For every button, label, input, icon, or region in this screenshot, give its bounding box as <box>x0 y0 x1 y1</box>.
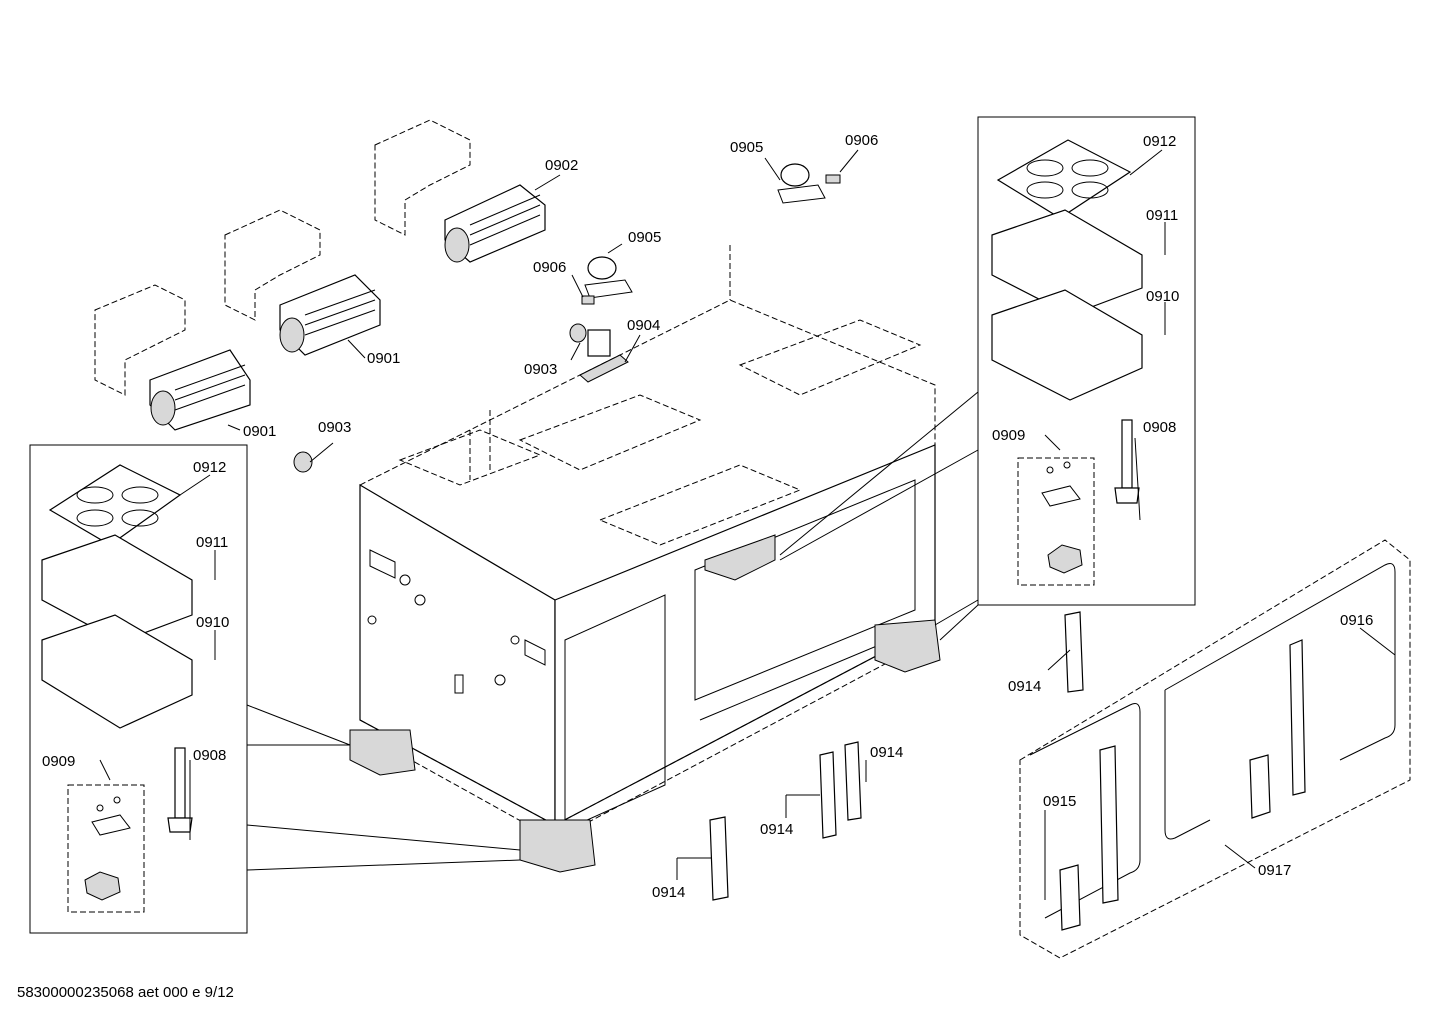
fan-motor-1 <box>149 349 251 431</box>
callout-0910-left: 0910 <box>196 614 229 631</box>
callout-0908-right: 0908 <box>1143 419 1176 436</box>
switch-0905-upper <box>777 163 826 204</box>
callout-0916: 0916 <box>1340 612 1373 629</box>
callout-0906-lower: 0906 <box>533 259 566 276</box>
callout-0910-right: 0910 <box>1146 288 1179 305</box>
drawing-code: 58300000235068 aet 000 e 9/12 <box>17 984 234 1001</box>
callout-0904: 0904 <box>627 317 660 334</box>
callout-0914-mid-right: 0914 <box>870 744 903 761</box>
oven-frame <box>349 245 941 873</box>
callout-0911-left: 0911 <box>196 534 228 551</box>
callout-0914-lower: 0914 <box>652 884 685 901</box>
callout-0914-mid-left: 0914 <box>760 821 793 838</box>
hinge-0914-d <box>709 816 729 901</box>
callout-0914-right: 0914 <box>1008 678 1041 695</box>
fan-bracket-3 <box>374 119 471 236</box>
callout-0908-left: 0908 <box>193 747 226 764</box>
thermostat-0903-upper <box>569 323 587 343</box>
hinge-0914-b <box>819 751 837 839</box>
thermostat-0903-lower <box>293 451 313 473</box>
left-detail-box <box>29 444 521 934</box>
sensor-0906-upper <box>825 174 841 184</box>
hinge-0914-a <box>1064 611 1084 693</box>
callout-0909-left: 0909 <box>42 753 75 770</box>
fan-bracket-2 <box>224 209 321 321</box>
callout-0905-lower: 0905 <box>628 229 661 246</box>
callout-0905-upper: 0905 <box>730 139 763 156</box>
callout-0912-left: 0912 <box>193 459 226 476</box>
callout-0917: 0917 <box>1258 862 1291 879</box>
fan-motor-2 <box>279 274 381 356</box>
hinge-0914-c <box>844 741 862 821</box>
callout-0906-upper: 0906 <box>845 132 878 149</box>
fan-bracket-1 <box>94 284 186 396</box>
terminal-block-0904 <box>579 329 629 383</box>
callout-0901-lower: 0901 <box>243 423 276 440</box>
fan-motor-3 <box>444 184 546 263</box>
callout-0903-upper: 0903 <box>524 361 557 378</box>
right-detail-box <box>779 116 1196 641</box>
callout-0915: 0915 <box>1043 793 1076 810</box>
callout-0903-lower: 0903 <box>318 419 351 436</box>
callout-0912-right: 0912 <box>1143 133 1176 150</box>
callout-leaders <box>99 149 1396 900</box>
callout-0909-right: 0909 <box>992 427 1025 444</box>
callout-labels: 0901 0901 0902 0903 0903 0904 0905 0905 … <box>42 132 1373 901</box>
switch-0905-lower <box>584 256 633 299</box>
callout-0902: 0902 <box>545 157 578 174</box>
callout-0911-right: 0911 <box>1146 207 1178 224</box>
sensor-0906-lower <box>581 295 595 305</box>
hinge-kit-outline <box>1019 539 1411 959</box>
callout-0901-upper: 0901 <box>367 350 400 367</box>
